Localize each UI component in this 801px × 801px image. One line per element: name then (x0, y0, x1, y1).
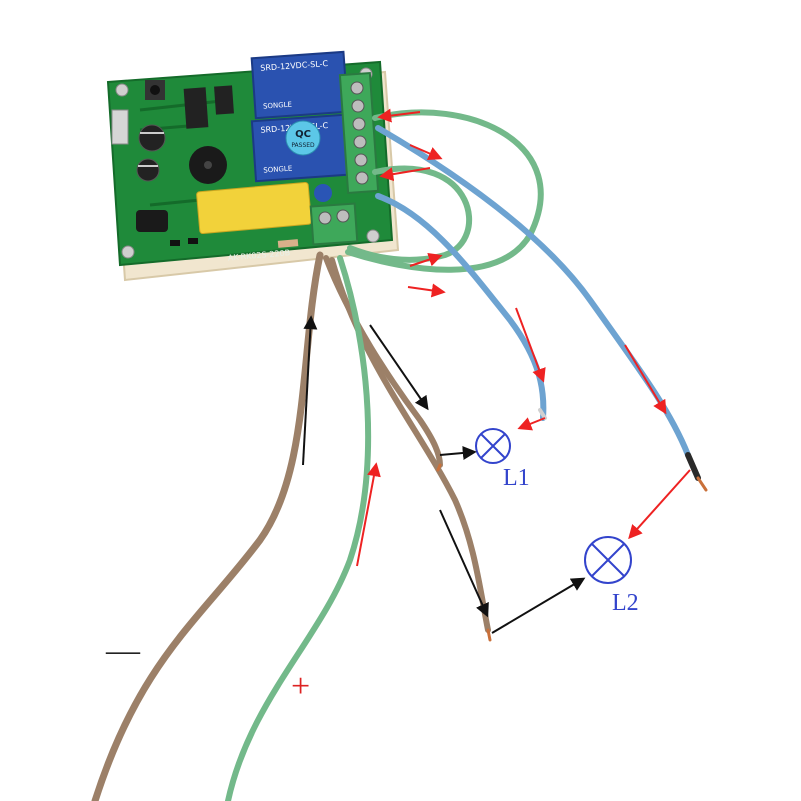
terminal-screw (354, 153, 368, 167)
mount-hole (366, 229, 380, 243)
capacitor (138, 124, 166, 152)
blue-capacitor (314, 184, 332, 202)
wire-tip-copper (696, 476, 708, 492)
wires (91, 109, 708, 801)
terminal-screw (351, 99, 365, 113)
green-jumper-wire (347, 165, 472, 263)
red-arrow (517, 417, 546, 431)
red-arrow (409, 144, 443, 160)
black-arrow (491, 577, 586, 634)
mount-hole (115, 83, 129, 97)
x-capacitor (196, 181, 312, 235)
terminal-screw (318, 211, 332, 225)
antenna-coil (136, 210, 168, 232)
blue-wire-l1 (375, 193, 547, 421)
black-arrow (302, 315, 318, 466)
terminal-screw (352, 117, 366, 131)
wire-tip-copper (486, 628, 492, 642)
relay-bottom-brand: SONGLE (263, 165, 292, 175)
red-arrow (356, 462, 381, 567)
red-arrows (356, 108, 691, 567)
black-arrow (369, 324, 429, 411)
red-arrow (377, 108, 421, 123)
capacitor (136, 158, 160, 182)
qc-sticker-line2: PASSED (291, 142, 315, 149)
lamp-l1-label: L1 (503, 465, 530, 491)
relay-top: SRD-12VDC-SL-C SONGLE (250, 50, 349, 120)
green-wire-positive (225, 255, 372, 801)
red-arrow (628, 469, 691, 540)
terminal-screw (350, 81, 364, 95)
qc-sticker: QC PASSED (285, 120, 321, 156)
negative-terminal-label: — (106, 632, 140, 669)
relay-top-brand: SONGLE (263, 101, 292, 111)
ic-chip (214, 85, 234, 115)
ic-chip (183, 87, 209, 129)
resistor (277, 239, 299, 248)
wire-tip-copper (436, 463, 442, 472)
black-arrow (439, 509, 489, 618)
mount-hole (121, 245, 135, 259)
push-button-cap (150, 85, 160, 95)
terminal-screw (355, 171, 369, 185)
red-arrow (407, 283, 446, 298)
red-arrow (409, 252, 443, 267)
green-jumper-wire (345, 109, 544, 273)
lamp-l1-symbol (475, 428, 511, 464)
positive-terminal-label: + (291, 668, 311, 705)
red-arrow (515, 307, 546, 383)
black-arrow (439, 446, 477, 460)
qc-sticker-line1: QC (295, 129, 311, 140)
brown-wire-negative (91, 251, 324, 801)
terminal-screw (353, 135, 367, 149)
lamp-l2-symbol (584, 536, 632, 584)
terminal-screw (336, 209, 350, 223)
black-arrows (302, 315, 586, 634)
power-terminal-block (309, 202, 359, 246)
lamp-l2-label: L2 (612, 590, 639, 616)
red-arrow (624, 344, 667, 415)
crystal (111, 109, 129, 145)
red-arrow (379, 167, 431, 182)
output-terminal-block (338, 72, 380, 194)
